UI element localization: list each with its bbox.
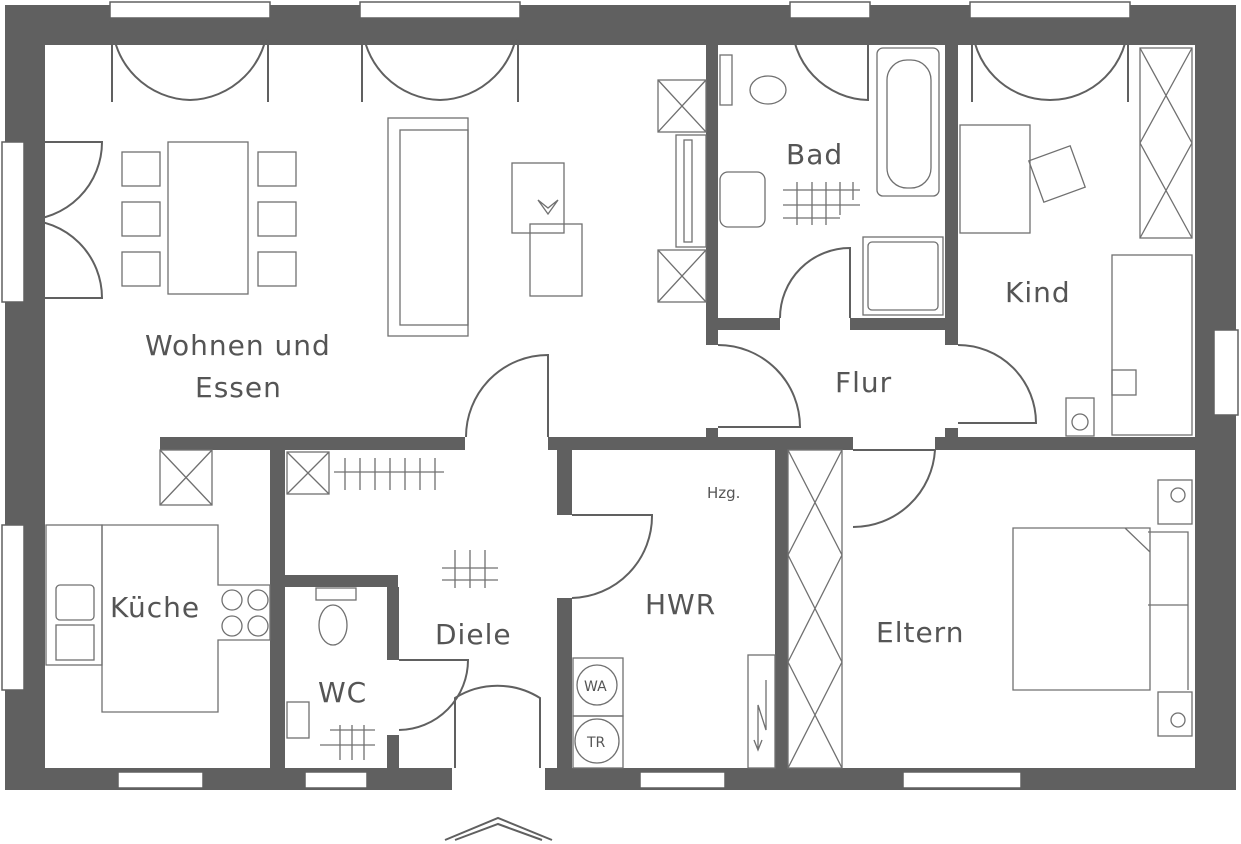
room-label-kueche: Küche	[110, 591, 200, 624]
room-label-flur: Flur	[835, 366, 892, 399]
heating-label: Hzg.	[707, 484, 740, 502]
windows	[1, 1, 1239, 789]
room-label-kind: Kind	[1005, 276, 1071, 309]
washer-label: WA	[584, 679, 607, 695]
room-label-hwr: HWR	[645, 588, 716, 621]
room-label-eltern: Eltern	[876, 616, 964, 649]
room-label-wohnen: Wohnen und	[145, 329, 331, 362]
washer-icon	[576, 664, 618, 706]
interior-walls	[160, 45, 1195, 768]
room-label-diele: Diele	[435, 618, 512, 651]
room-label-essen: Essen	[195, 371, 282, 404]
outer-walls	[5, 5, 1236, 790]
doors	[23, 19, 1129, 768]
furniture	[45, 47, 1193, 769]
entrance-arrow-icon	[444, 816, 553, 841]
dryer-label: TR	[586, 735, 606, 751]
dryer-icon	[574, 718, 620, 764]
room-label-bad: Bad	[786, 138, 843, 171]
room-label-wc: WC	[318, 676, 367, 709]
